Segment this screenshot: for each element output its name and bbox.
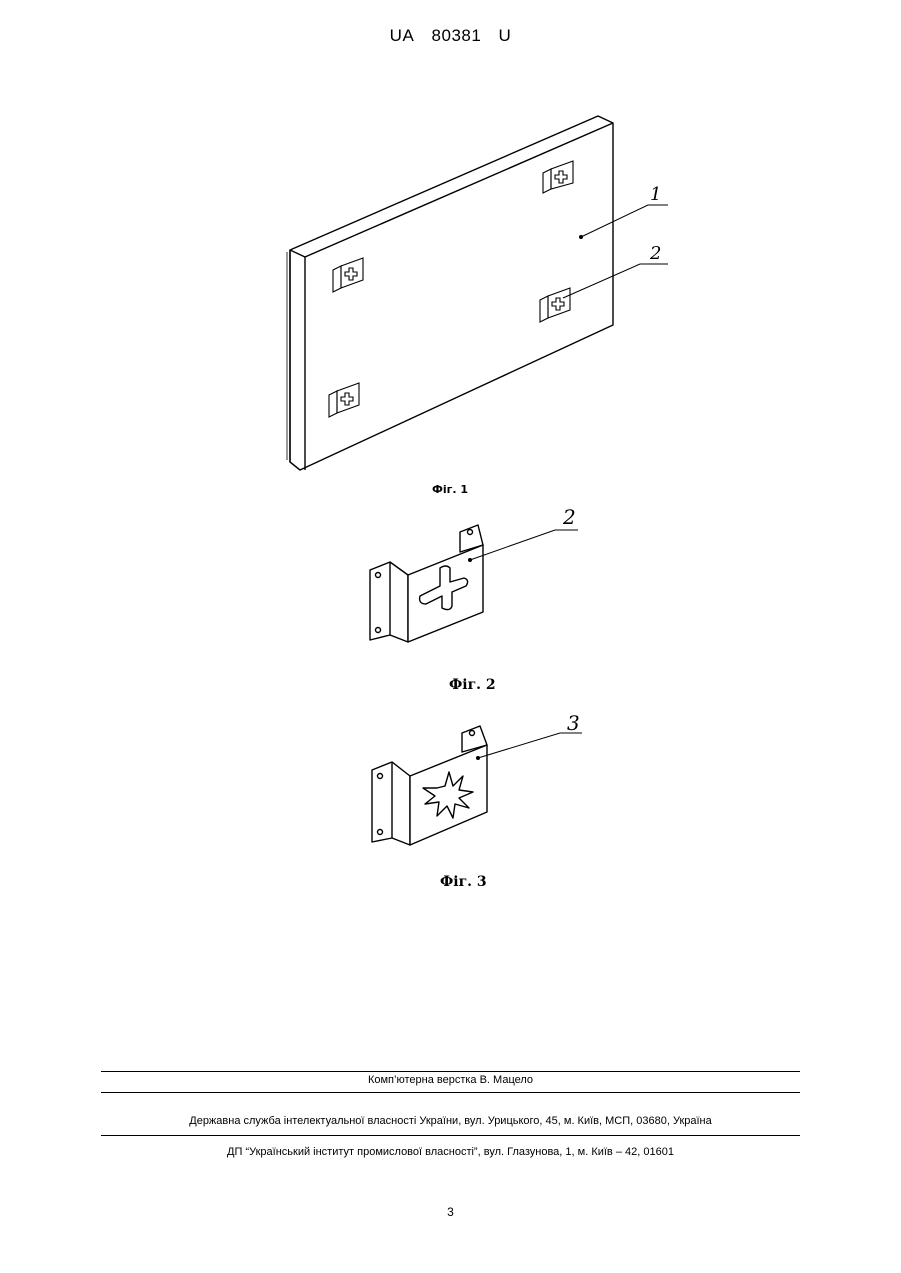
footer-rule-1 [101, 1071, 800, 1072]
label-3: 3 [567, 711, 580, 735]
footer-layout-credit: Комп’ютерна верстка В. Мацело [0, 1074, 901, 1086]
figure-3-caption: Фіг. 3 [440, 874, 487, 890]
footer-institute-address: ДП “Український інститут промислової вла… [0, 1146, 901, 1158]
footer-service-address: Державна служба інтелектуальної власност… [0, 1115, 901, 1127]
footer-rule-2 [101, 1092, 800, 1093]
footer-rule-3 [101, 1135, 800, 1136]
page-number: 3 [0, 1205, 901, 1219]
figure-3-bracket-drawing: 3 [0, 0, 901, 900]
